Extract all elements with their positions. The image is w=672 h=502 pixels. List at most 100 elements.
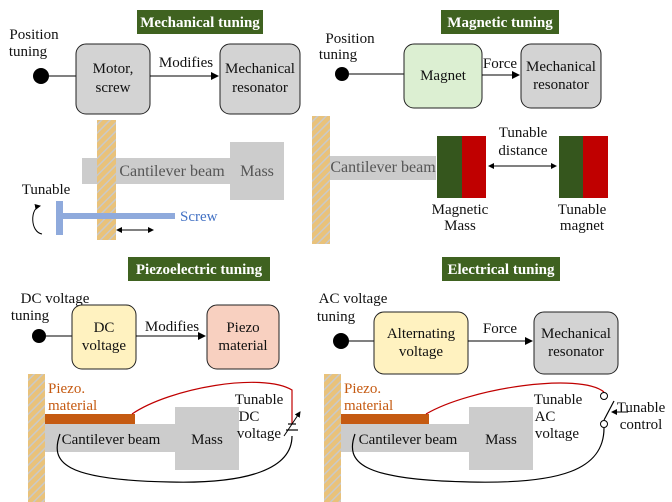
mag-input-label-2: tuning (319, 47, 358, 63)
elec-wall (324, 374, 341, 502)
mech-wall (97, 120, 116, 240)
piezo-source-label-1: Tunable (235, 392, 284, 408)
mech-box-motor-line2: screw (96, 80, 131, 96)
piezo-layer (45, 414, 135, 424)
mech-box-resonator-line2: resonator (232, 80, 288, 96)
elec-wire-top (425, 382, 605, 415)
piezo-wall (28, 374, 45, 502)
magnetic-panel: Magnetic tuning Position tuning Magnet F… (312, 10, 608, 244)
mag-input-node (335, 67, 349, 81)
piezo-arrow-label: Modifies (145, 319, 199, 335)
mag-distance-label-2: distance (498, 143, 547, 159)
elec-beam-label: Cantilever beam (359, 432, 458, 448)
mag-mass-red (462, 136, 486, 198)
piezo-cantilever-beam (45, 424, 175, 452)
mag-mass-green (437, 136, 462, 198)
piezo-wire-top (131, 381, 293, 424)
elec-piezo-layer (341, 414, 429, 424)
piezo-wire-bottom (56, 433, 293, 483)
elec-box-resonator (533, 311, 619, 375)
electrical-panel: Electrical tuning AC voltage tuning Alte… (317, 257, 666, 502)
mag-arrow-label: Force (483, 56, 517, 72)
piezo-mass (175, 407, 239, 470)
piezo-box-material-line1: Piezo (226, 320, 259, 336)
mech-input-node (33, 68, 49, 84)
elec-mass-label: Mass (485, 432, 517, 448)
piezo-input-label-2: tuning (11, 308, 50, 324)
mech-box-resonator (219, 43, 301, 115)
elec-control-label-1: Tunable (617, 400, 666, 416)
piezo-input-node (32, 329, 46, 343)
mech-arrow-label: Modifies (159, 55, 213, 71)
mech-box-motor (75, 43, 151, 115)
elec-piezo-label-1: Piezo. (344, 381, 381, 397)
piezo-panel: Piezoelectric tuning DC voltage tuning D… (11, 257, 301, 502)
piezo-beam-label: Cantilever beam (62, 432, 161, 448)
elec-box-resonator-line2: resonator (548, 344, 604, 360)
magnetic-header (441, 10, 559, 34)
switch-icon (603, 400, 615, 421)
piezo-source-label-3: voltage (237, 426, 281, 442)
mag-mass-label-1: Magnetic (432, 202, 489, 218)
elec-box-alternating-line2: voltage (399, 344, 443, 360)
mechanical-panel: Mechanical tuning Position tuning Motor,… (9, 10, 301, 240)
elec-cantilever-beam (341, 424, 469, 452)
piezo-material-label-1: Piezo. (48, 381, 85, 397)
elec-piezo-label-2: material (344, 398, 393, 414)
mech-screw-label: Screw (180, 209, 218, 225)
mag-wall (312, 116, 330, 244)
dc-tunable-arrow-icon (283, 411, 301, 437)
mech-mass-label: Mass (240, 163, 274, 180)
elec-source-label-1: Tunable (534, 392, 583, 408)
mech-box-motor-line1: Motor, (93, 61, 134, 77)
piezo-source-label-2: DC (239, 409, 260, 425)
tunable-magnet-red (583, 136, 608, 198)
piezo-mass-label: Mass (191, 432, 223, 448)
elec-arrow-label: Force (483, 321, 517, 337)
piezo-box-dc-line2: voltage (82, 338, 126, 354)
elec-input-label-1: AC voltage (319, 291, 388, 307)
mag-mass-label-2: Mass (444, 218, 476, 234)
piezo-material-label-2: material (48, 398, 97, 414)
piezo-box-material (206, 304, 280, 370)
switch-terminal-bottom (600, 420, 608, 428)
elec-wire-bottom (351, 427, 605, 483)
elec-input-label-2: tuning (317, 309, 356, 325)
elec-control-label-2: control (620, 417, 663, 433)
tunable-magnet-label-1: Tunable (558, 202, 607, 218)
elec-mass (469, 407, 533, 470)
elec-box-resonator-line1: Mechanical (541, 326, 611, 342)
mag-box-magnet (403, 43, 483, 109)
mag-box-resonator-line2: resonator (533, 77, 589, 93)
mech-mass (230, 142, 284, 200)
mag-beam-label: Cantilever beam (330, 159, 436, 176)
mechanical-header (137, 10, 263, 34)
mech-screw-head (56, 201, 63, 235)
mag-cantilever-beam (330, 156, 436, 180)
mag-box-magnet-label: Magnet (420, 68, 467, 84)
elec-input-node (333, 333, 349, 349)
rotation-arrow-icon (32, 204, 43, 235)
tunable-magnet-green (559, 136, 583, 198)
electrical-header-text: Electrical tuning (447, 262, 555, 278)
tunable-magnet-label-2: magnet (560, 218, 605, 234)
mech-input-label-2: tuning (9, 44, 48, 60)
piezo-input-label-1: DC voltage (21, 291, 90, 307)
magnetic-header-text: Magnetic tuning (447, 15, 553, 31)
elec-box-alternating (373, 311, 469, 375)
mechanical-header-text: Mechanical tuning (140, 15, 260, 31)
mag-box-resonator-line1: Mechanical (526, 59, 596, 75)
piezo-box-dc (71, 304, 137, 370)
electrical-header (442, 257, 560, 281)
mech-input-label-1: Position (9, 27, 59, 43)
piezo-box-dc-line1: DC (94, 320, 115, 336)
elec-source-label-3: voltage (535, 426, 579, 442)
piezo-box-material-line2: material (218, 338, 267, 354)
mag-box-resonator (520, 43, 602, 109)
mech-beam-label: Cantilever beam (119, 163, 225, 180)
piezo-header-text: Piezoelectric tuning (136, 262, 263, 278)
mag-input-label-1: Position (325, 31, 375, 47)
elec-box-alternating-line1: Alternating (387, 326, 456, 342)
mech-tunable-label: Tunable (22, 182, 71, 198)
